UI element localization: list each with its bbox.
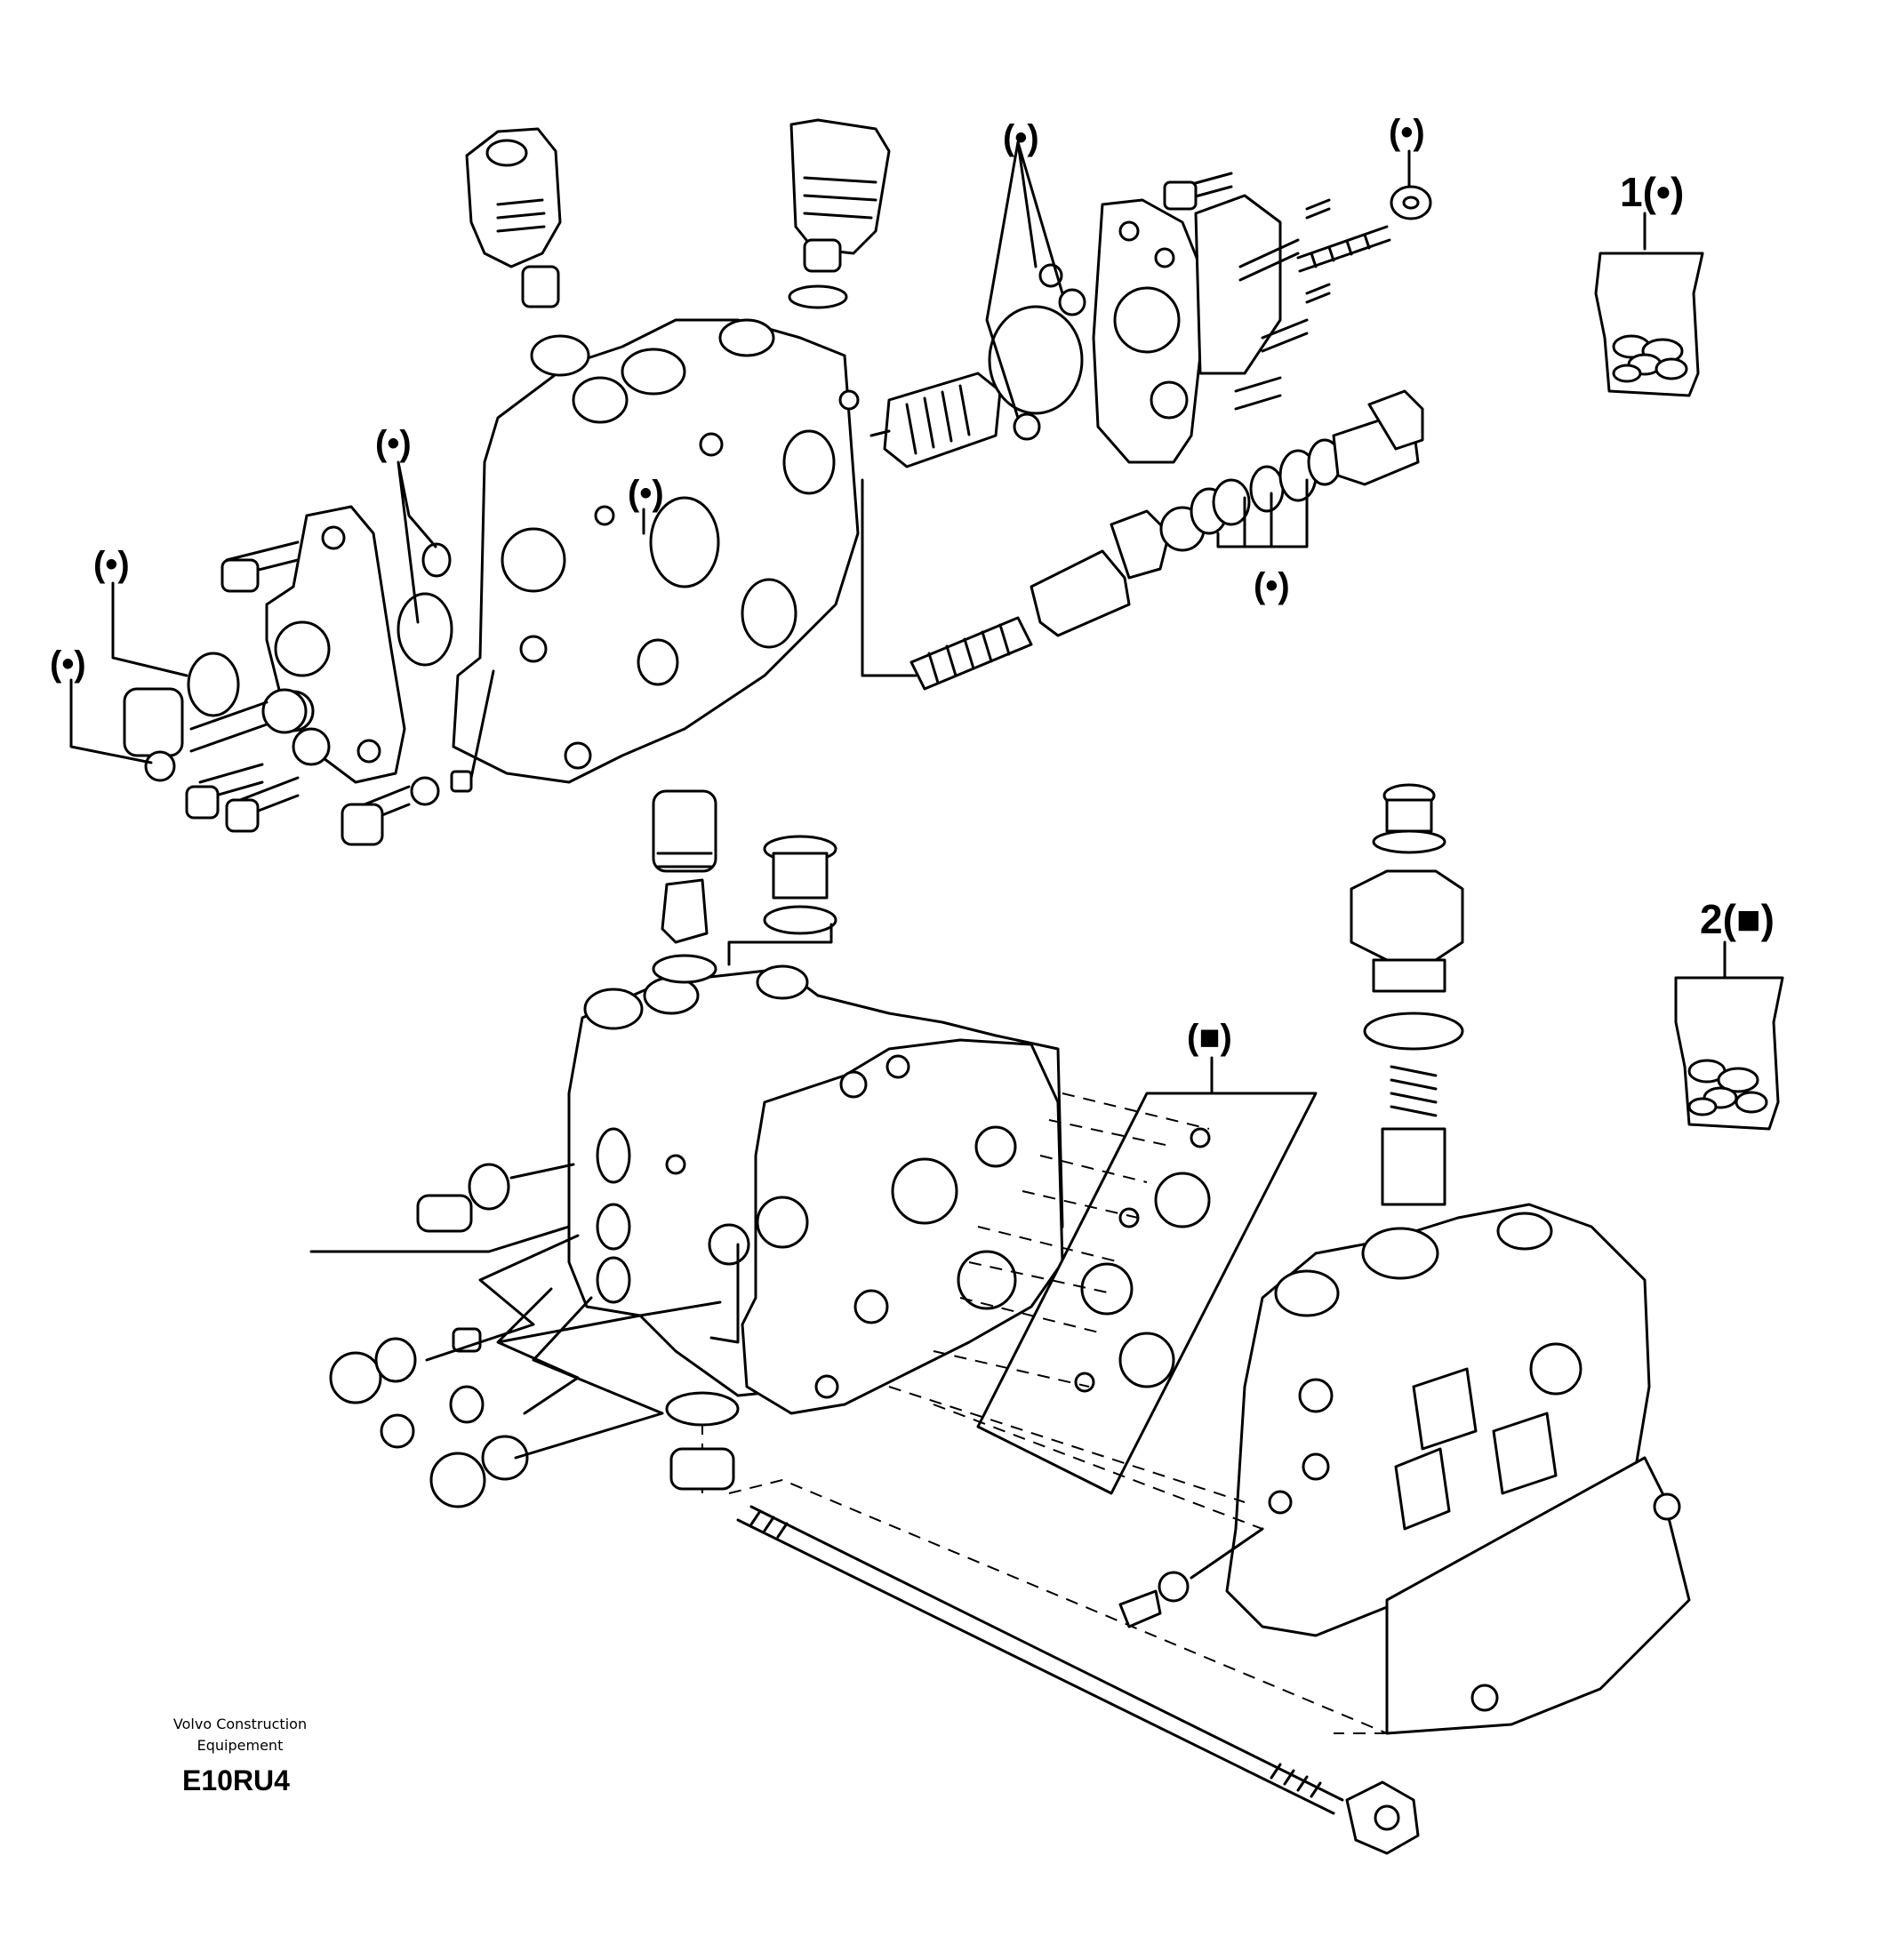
relief-valve-right (789, 118, 891, 255)
callout-dot-nut: (•) (1389, 113, 1425, 152)
lower-relief-valve (652, 789, 717, 873)
kit-1-label: 1(•) (1620, 169, 1684, 215)
tie-bolt (736, 1505, 1344, 1815)
cartridge-nut (1350, 869, 1464, 962)
repair-kit-1 (1594, 252, 1704, 397)
callout-dot-left-oring: (•) (375, 424, 412, 463)
manufacturer-line-2: Equipement (196, 1737, 284, 1754)
manufacturer-line-1: Volvo Construction (172, 1716, 308, 1732)
spool-spring (883, 372, 1002, 468)
o-ring (397, 592, 453, 667)
repair-kit-2 (1674, 976, 1784, 1131)
base-plate (1385, 1456, 1691, 1735)
relief-valve-left (465, 127, 562, 268)
lower-valve-section (309, 212, 1727, 1855)
drawing-code: E10RU4 (182, 1764, 290, 1796)
manufacturer-caption: Volvo Construction Equipement (151, 1714, 329, 1756)
callout-dot-seal: (•) (93, 545, 130, 584)
callout-square-gasket: (■) (1187, 1018, 1232, 1057)
kit-2-label: 2(■) (1700, 896, 1775, 942)
callout-dot-top: (•) (1003, 118, 1039, 157)
callout-dot-plug: (•) (50, 644, 86, 684)
upper-valve-section (69, 118, 1432, 846)
callout-dot-rings: (•) (1254, 566, 1290, 605)
left-plug (123, 687, 184, 757)
callout-dot-body: (•) (628, 474, 664, 513)
